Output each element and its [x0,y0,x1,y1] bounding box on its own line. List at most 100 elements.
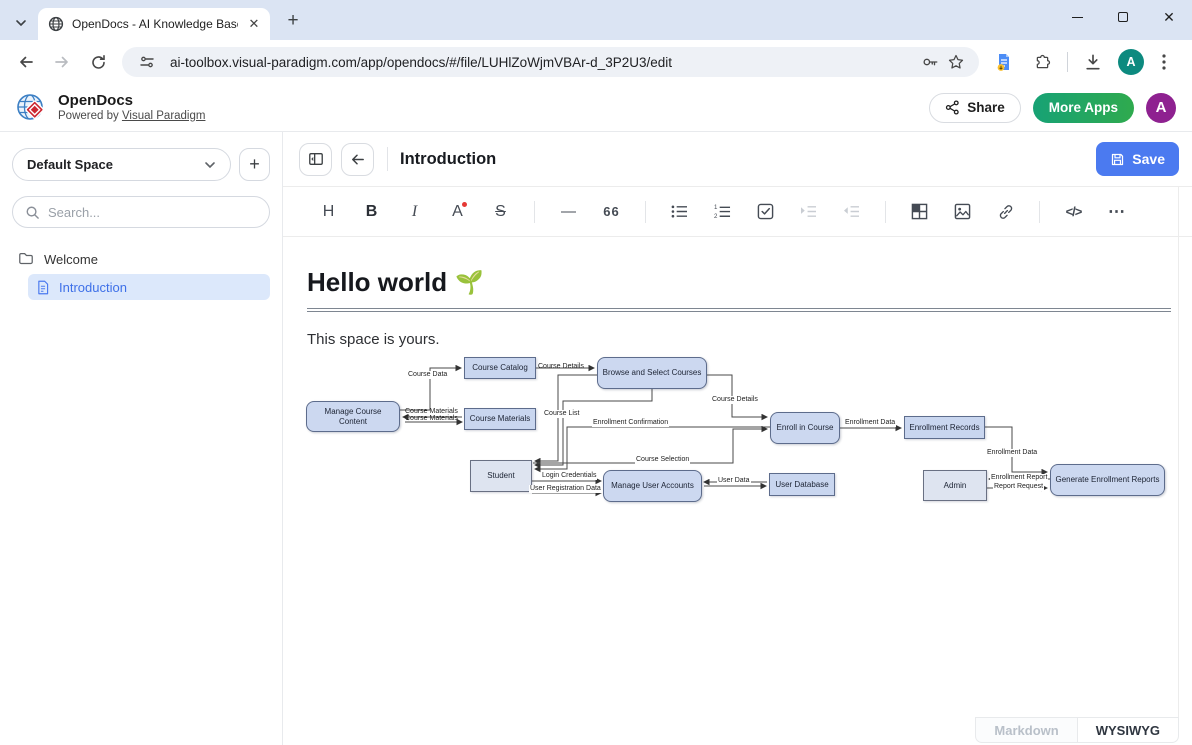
doc-header: Introduction Save [283,132,1192,186]
downloads-icon[interactable] [1078,47,1108,77]
favicon-globe-icon [48,16,64,32]
bold-button[interactable]: B [365,202,378,220]
forward-arrow-icon [55,56,68,68]
url-bar[interactable]: ai-toolbox.visual-paradigm.com/app/opend… [122,47,979,77]
share-button[interactable]: Share [929,92,1021,123]
editor-canvas[interactable]: Hello world🌱 This space is yours. [283,237,1192,513]
task-list-button[interactable] [756,200,775,224]
diagram-node: Manage User Accounts [603,470,702,502]
diagram-node: Browse and Select Courses [597,357,707,389]
search-input[interactable] [48,204,257,220]
link-button[interactable] [996,200,1015,224]
search-box[interactable] [12,196,270,228]
share-icon [946,100,959,115]
strikethrough-button[interactable]: S [495,202,506,220]
bookmark-star-icon[interactable] [943,49,969,75]
docs-extension-icon[interactable] [989,47,1019,77]
horizontal-rule-button[interactable]: — [561,203,576,220]
edge-label: User Data [717,477,751,485]
window-close-button[interactable]: ✕ [1146,0,1192,34]
edge-label: Enrollment Data [844,419,897,427]
user-avatar[interactable]: A [1146,92,1176,123]
folder-label: Welcome [44,251,98,267]
browser-toolbar: ai-toolbox.visual-paradigm.com/app/opend… [0,40,1192,84]
reload-button[interactable] [82,46,114,78]
dataflow-diagram[interactable]: Manage Course Content Course Catalog Cou… [305,355,1171,513]
close-icon: ✕ [1163,9,1175,25]
browser-titlebar: OpenDocs - AI Knowledge Base ✕ + ✕ [0,0,1192,40]
add-space-button[interactable]: + [239,148,270,181]
tab-search-button[interactable] [8,10,34,36]
window-maximize-button[interactable] [1100,0,1146,34]
diagram-node: Enroll in Course [770,412,840,444]
italic-button[interactable]: I [411,202,418,220]
more-apps-button[interactable]: More Apps [1032,92,1134,123]
edge-label: Course Materials [405,408,458,415]
sidebar-item-introduction[interactable]: Introduction [28,274,270,300]
sidebar-item-welcome[interactable]: Welcome [12,246,270,272]
image-button[interactable] [953,200,972,224]
diagram-node: Enrollment Records [904,416,985,439]
collapse-sidebar-button[interactable] [299,142,332,176]
folder-icon [19,253,33,265]
visual-paradigm-link[interactable]: Visual Paradigm [121,110,206,122]
save-label: Save [1132,151,1165,167]
edge-label: User Registration Data [529,485,602,493]
site-settings-tune-icon[interactable] [134,49,160,75]
app-header: OpenDocs Powered by Visual Paradigm Shar… [0,84,1192,132]
edge-label: Report Request [993,483,1045,491]
edge-label: Course Details [711,396,759,404]
toolbar-separator [1067,52,1068,72]
font-color-button[interactable]: A [448,200,467,224]
opendocs-logo-icon [16,92,48,124]
heading-button[interactable]: H [322,202,335,220]
diagram-node: Student [470,460,532,492]
code-button[interactable]: </> [1065,204,1083,219]
red-dot [462,201,467,207]
diagram-node: User Database [769,473,835,496]
page-title: Introduction [400,149,497,168]
toolbar-divider [645,200,646,223]
minimize-icon [1071,16,1083,18]
forward-button[interactable] [46,46,78,78]
table-button[interactable] [910,200,929,224]
tab-wysiwyg[interactable]: WYSIWYG [1077,717,1179,743]
browser-menu-icon[interactable] [1154,47,1174,77]
toolbar-divider [885,200,886,223]
outdent-button[interactable] [842,200,861,224]
double-horizontal-rule [307,308,1171,312]
bullet-list-button[interactable] [670,200,689,224]
edge-label: Course Selection [635,456,691,464]
profile-initial: A [1126,55,1136,69]
tab-markdown[interactable]: Markdown [975,717,1078,743]
new-tab-button[interactable]: + [287,10,299,31]
page-label: Introduction [59,279,127,295]
divider [387,147,388,171]
indent-button[interactable] [799,200,818,224]
doc-paragraph: This space is yours. [307,331,440,348]
toolbar-divider [1039,200,1040,223]
edge-label: Enrollment Report [990,474,1049,482]
tab-close-icon[interactable]: ✕ [248,16,260,31]
browser-tab[interactable]: OpenDocs - AI Knowledge Base ✕ [38,8,270,40]
extensions-puzzle-icon[interactable] [1027,47,1057,77]
save-button[interactable]: Save [1096,142,1179,176]
diagram-node: Course Materials [464,408,536,430]
edge-label: Login Credentials [541,472,598,480]
more-tools-button[interactable]: ⋯ [1108,201,1125,221]
space-selector[interactable]: Default Space [12,148,231,181]
search-icon [26,206,39,219]
svg-text:1: 1 [714,204,718,211]
back-button[interactable] [10,46,42,78]
back-button-doc[interactable] [341,142,374,176]
password-key-icon[interactable] [917,49,943,75]
reload-icon [91,54,105,69]
blockquote-button[interactable]: 66 [603,204,620,219]
svg-text:2: 2 [714,213,718,220]
window-minimize-button[interactable] [1054,0,1100,34]
panel-layout-icon [308,153,323,165]
browser-profile-avatar[interactable]: A [1118,49,1144,75]
url-text[interactable]: ai-toolbox.visual-paradigm.com/app/opend… [170,54,672,70]
